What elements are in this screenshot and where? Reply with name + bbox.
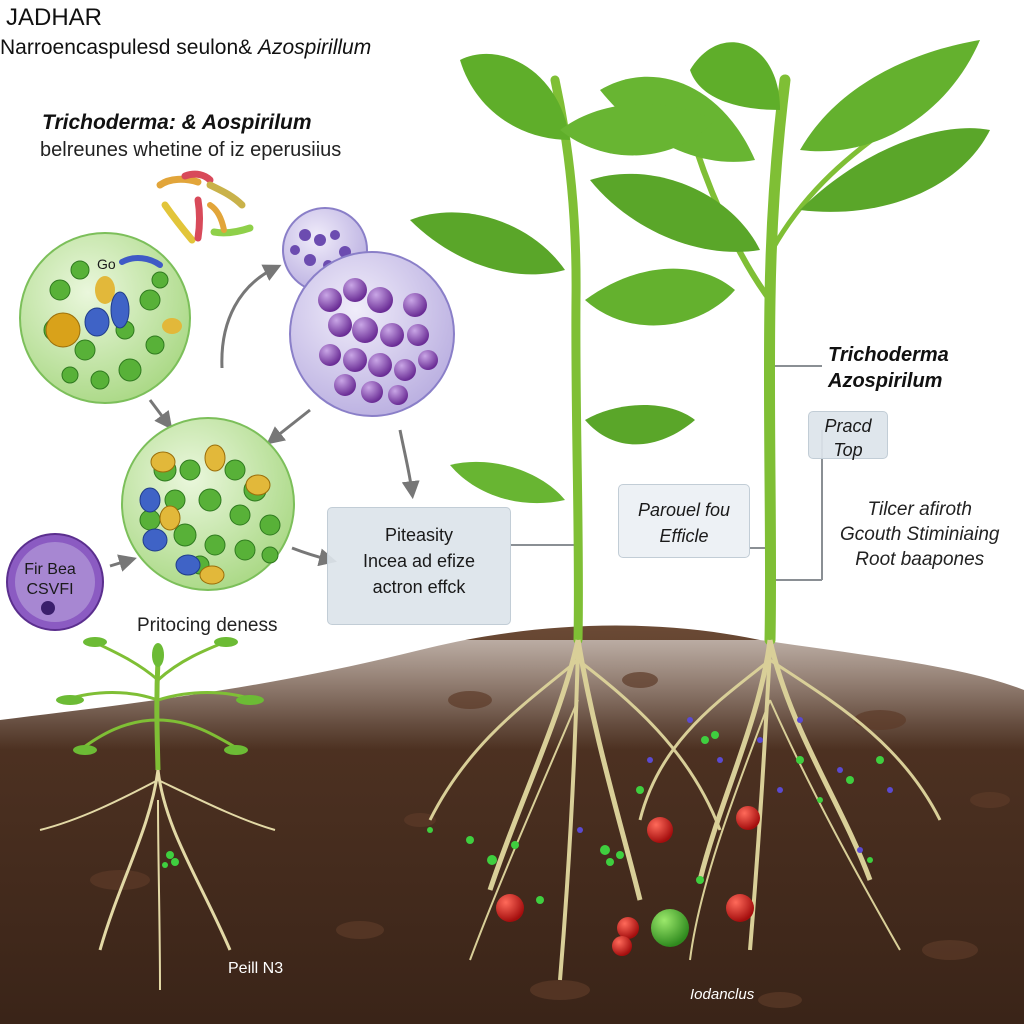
center-callout-box: Piteasity Incea ad efize actron effck <box>327 507 511 625</box>
heading-description: belreunes whetine of iz eperusiius <box>40 139 342 161</box>
subtitle: Narroencaspulesd seulon& Azospirillum <box>0 36 371 60</box>
process-arrows <box>109 264 420 572</box>
seedling-label: Peill N3 <box>228 960 284 977</box>
soil-fade <box>0 640 1024 750</box>
purple-circle-label-line1: Fir Bea <box>24 561 76 578</box>
soil-microbes <box>162 717 893 956</box>
growth-label-line3: Root baapones <box>855 549 985 570</box>
microbe-circle-purple-left <box>6 533 104 631</box>
soil-label: Iodanclus <box>690 986 755 1003</box>
left-plant <box>410 53 735 981</box>
soil-clods <box>90 672 1010 1008</box>
page-title: JADHAR <box>6 4 103 31</box>
species-label-line2: Azospirilum <box>828 370 943 392</box>
heading-species: Trichoderma: & Aospirilum <box>42 111 312 134</box>
tag-callout-line2: Top <box>833 440 863 460</box>
purple-circle-label-line2: CSVFI <box>26 581 74 598</box>
bacteria-cluster <box>156 170 254 244</box>
tag-callout-box: Pracd Top <box>808 411 888 460</box>
growth-label: Tilcer afiroth Gcouth Stiminiaing Root b… <box>840 497 999 572</box>
species-label: Trichoderma Azospirilum <box>828 342 949 394</box>
microbe-circle-purple-large <box>289 251 455 417</box>
center-callout-line2: Incea ad efize <box>362 551 476 571</box>
plant-callout-line1: Parouel fou <box>637 500 731 520</box>
purple-circle-label: Fir Bea CSVFI <box>10 560 90 600</box>
center-callout-line3: actron effck <box>372 577 466 597</box>
plant-callout-box: Parouel fou Efficle <box>618 484 750 558</box>
microbe-circle-green-1 <box>19 232 191 404</box>
growth-label-line1: Tilcer afiroth <box>867 499 972 520</box>
microbe-circle-green-2 <box>121 417 295 591</box>
seedling <box>39 637 276 991</box>
center-callout-line1: Piteasity <box>384 525 454 545</box>
processing-label: Pritocing deness <box>137 615 278 636</box>
right-plant <box>590 40 990 961</box>
growth-label-line2: Gcouth Stiminiaing <box>840 524 1000 545</box>
go-label: Go <box>97 256 116 272</box>
plant-callout-line2: Efficle <box>659 526 709 546</box>
tag-callout-line1: Pracd <box>824 416 872 436</box>
species-label-line1: Trichoderma <box>828 344 949 366</box>
subtitle-italic: Azospirillum <box>258 36 372 59</box>
subtitle-main: Narroencaspulesd seulon& <box>0 36 253 59</box>
